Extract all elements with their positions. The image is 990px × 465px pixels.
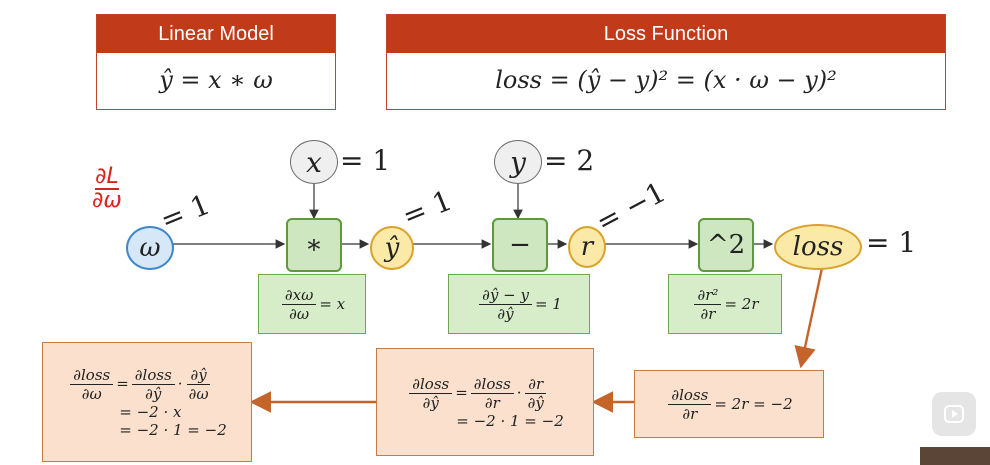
backprop-box2-line2: = −2 · 1 = −2 [456, 411, 564, 430]
op-subtract: − [492, 218, 548, 272]
backprop-arrow-loss-box1 [794, 267, 824, 369]
backprop-box1-num: ∂loss [668, 386, 712, 405]
backprop-box-dloss-dyhat: ∂loss ∂ŷ = ∂loss ∂r · ∂r ∂ŷ = −2 · 1 = −… [376, 348, 594, 456]
linear-model-title: Linear Model [97, 15, 335, 53]
local-grad-multiply-num: ∂xω [281, 286, 317, 305]
backprop-box3-line3: = −2 · 1 = −2 [119, 420, 227, 439]
backprop-box3-line2: = −2 · x [119, 402, 182, 421]
local-grad-multiply-rhs: = x [319, 295, 346, 313]
backprop-box1-rhs: = 2r = −2 [714, 395, 793, 413]
node-x-value: = 1 [340, 144, 391, 177]
local-grad-subtract: ∂ŷ − y ∂ŷ = 1 [448, 274, 590, 334]
loss-function-formula: loss = (ŷ − y)² = (x · ω − y)² [495, 66, 837, 94]
backprop-box3-a-den: ∂ŷ [145, 384, 162, 403]
node-y-value: = 2 [544, 144, 595, 177]
op-multiply: ∗ [286, 218, 342, 272]
backprop-box-dloss-domega: ∂loss ∂ω = ∂loss ∂ŷ · ∂ŷ ∂ω = −2 · x = −… [42, 342, 252, 462]
node-r-label: r [580, 232, 594, 262]
handwritten-partial-annotation: ∂L ∂ω [92, 166, 122, 212]
backprop-box2-lhs-num: ∂loss [409, 375, 453, 394]
op-multiply-symbol: ∗ [305, 230, 323, 260]
backprop-box3-a-num: ∂loss [131, 366, 175, 385]
backprop-box3-lhs-den: ∂ω [81, 384, 102, 403]
local-grad-multiply: ∂xω ∂ω = x [258, 274, 366, 334]
backprop-box2-b-den: ∂ŷ [527, 393, 544, 412]
node-loss: loss [774, 224, 862, 270]
backprop-box-dloss-dr: ∂loss ∂r = 2r = −2 [634, 370, 824, 438]
node-omega-label: ω [139, 233, 161, 263]
loss-function-box: Loss Function loss = (ŷ − y)² = (x · ω −… [386, 14, 946, 110]
linear-model-box: Linear Model ŷ = x ∗ ω [96, 14, 336, 110]
backprop-box1-den: ∂r [682, 404, 698, 423]
loss-function-title: Loss Function [387, 15, 945, 53]
local-grad-subtract-den: ∂ŷ [497, 304, 514, 323]
node-y-label: y [510, 145, 526, 179]
node-r: r [568, 226, 606, 268]
node-y: y [494, 140, 542, 184]
backprop-box2-a-num: ∂loss [470, 375, 514, 394]
node-x: x [290, 140, 338, 184]
linear-model-formula: ŷ = x ∗ ω [159, 66, 273, 94]
op-subtract-symbol: − [509, 230, 531, 260]
handwritten-num: ∂L [95, 164, 119, 190]
handwritten-den: ∂ω [92, 188, 122, 213]
local-grad-subtract-rhs: = 1 [534, 295, 562, 313]
node-omega: ω [126, 226, 174, 270]
op-square-symbol: ^2 [706, 230, 746, 260]
local-grad-square: ∂r² ∂r = 2r [668, 274, 782, 334]
backprop-box3-b-num: ∂ŷ [187, 366, 210, 385]
corner-decoration [920, 447, 990, 465]
node-loss-value: = 1 [866, 226, 917, 259]
local-grad-square-num: ∂r² [694, 286, 722, 305]
local-grad-subtract-num: ∂ŷ − y [479, 286, 532, 305]
node-yhat: ŷ [370, 226, 414, 270]
local-grad-multiply-den: ∂ω [289, 304, 310, 323]
node-loss-label: loss [792, 232, 844, 262]
backprop-box2-b-num: ∂r [525, 375, 547, 394]
node-x-label: x [306, 145, 322, 179]
backprop-box3-b-den: ∂ω [188, 384, 209, 403]
op-square: ^2 [698, 218, 754, 272]
local-grad-square-rhs: = 2r [724, 295, 759, 313]
video-play-button[interactable] [932, 392, 976, 436]
backprop-box3-lhs-num: ∂loss [70, 366, 114, 385]
node-yhat-label: ŷ [384, 233, 400, 263]
backprop-box2-lhs-den: ∂ŷ [422, 393, 439, 412]
play-icon [944, 405, 964, 423]
backprop-box2-a-den: ∂r [484, 393, 500, 412]
local-grad-square-den: ∂r [700, 304, 716, 323]
